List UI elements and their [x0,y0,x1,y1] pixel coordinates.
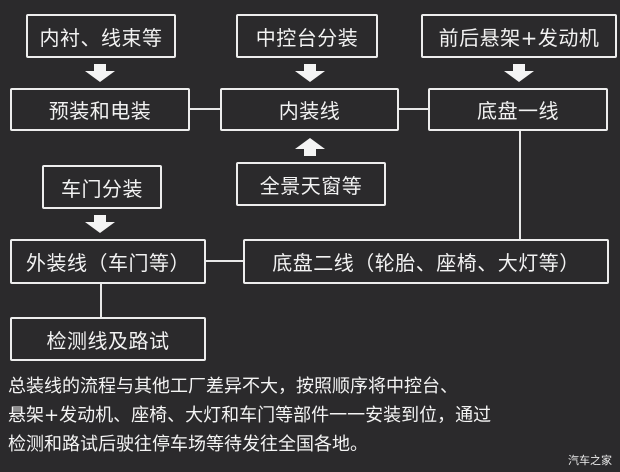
node-exterior-line: 外装线（车门等） [10,239,206,284]
node-inspection: 检测线及路试 [10,317,206,361]
node-door-subassembly: 车门分装 [42,165,162,209]
arrow-down-icon [85,215,115,233]
arrow-up-icon [295,138,325,156]
connector-chassis1-to-chassis2 [519,130,521,239]
node-interior-line: 内装线 [220,88,399,131]
node-chassis-line-2: 底盘二线（轮胎、座椅、大灯等） [243,239,609,284]
caption-text: 总装线的流程与其他工厂差异不大，按照顺序将中控台、 悬架+发动机、座椅、大灯和车… [8,372,613,459]
node-pre-electrical: 预装和电装 [10,88,190,131]
caption-line: 总装线的流程与其他工厂差异不大，按照顺序将中控台、 [8,376,458,397]
watermark: 汽车之家 [568,454,612,467]
connector-exterior-to-inspection [100,283,102,317]
connector-chassis2-to-exterior [205,260,243,262]
arrow-down-icon [85,64,115,82]
caption-line: 检测和路试后驶往停车场等待发往全国各地。 [8,434,368,455]
node-interior-parts: 内衬、线束等 [26,14,176,58]
arrow-down-icon [504,64,534,82]
node-suspension-engine: 前后悬架+发动机 [421,14,617,58]
connector-pre-to-interior [189,108,220,110]
arrow-down-icon [295,64,325,82]
caption-line: 悬架+发动机、座椅、大灯和车门等部件一一安装到位，通过 [8,405,492,426]
node-console-subassembly: 中控台分装 [236,14,378,58]
node-sunroof: 全景天窗等 [236,162,386,206]
node-chassis-line-1: 底盘一线 [428,88,608,131]
connector-interior-to-chassis1 [398,108,428,110]
